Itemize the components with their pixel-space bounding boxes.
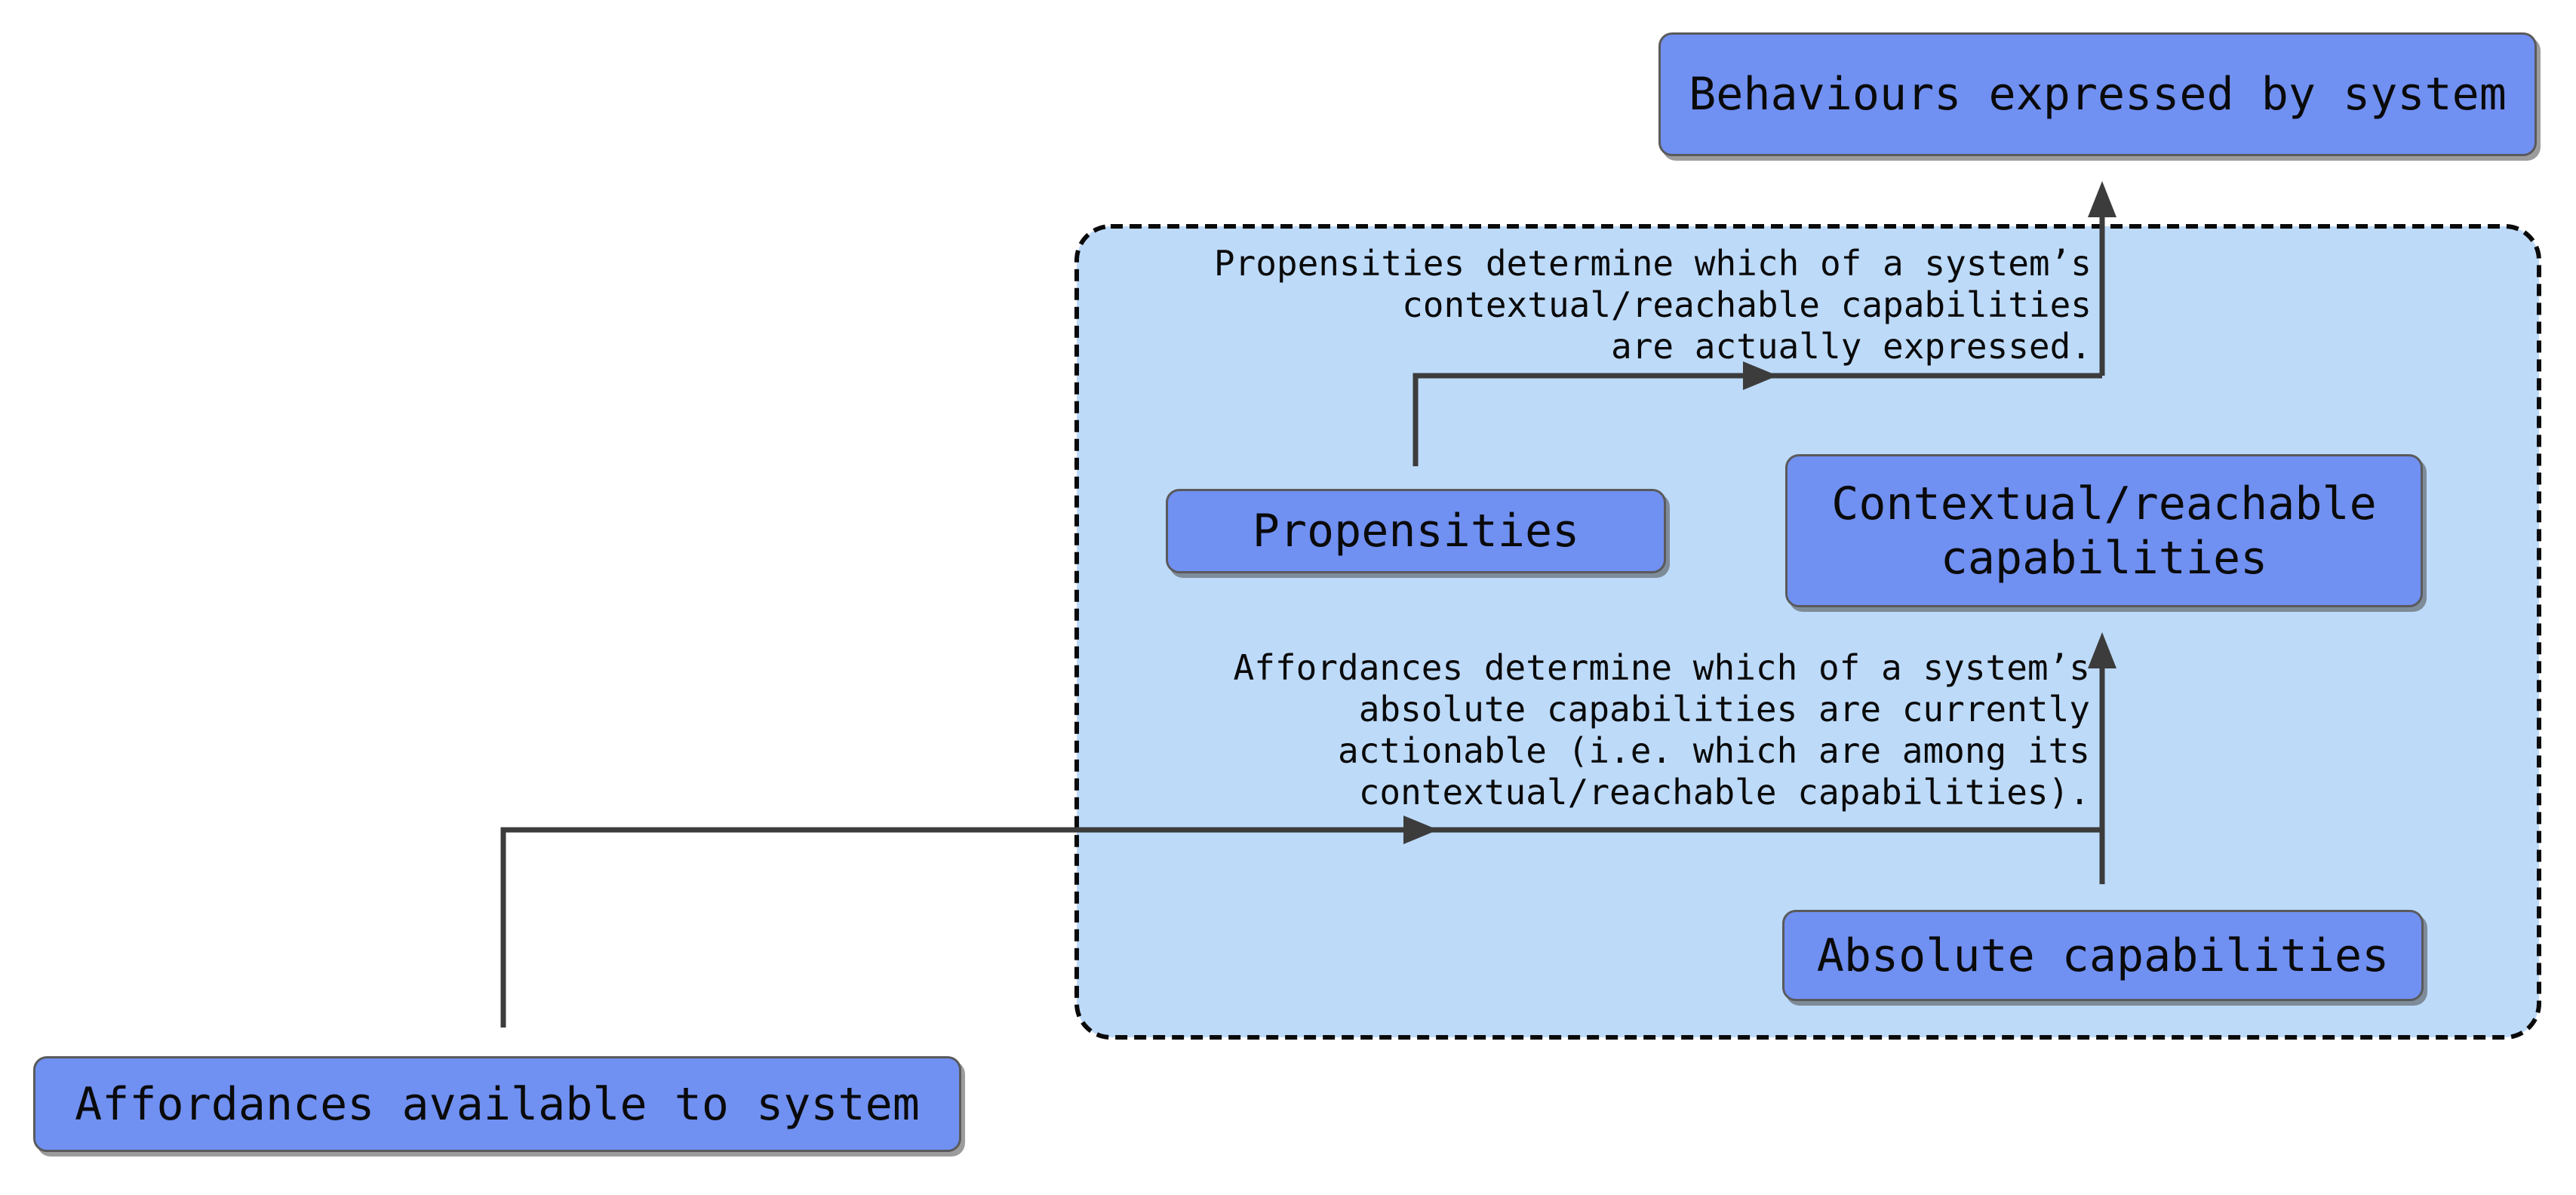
caption-line: Affordances determine which of a system’… [1233, 647, 2090, 688]
arrowhead-to-behaviours-up [2088, 181, 2116, 217]
caption-line: are actually expressed. [1611, 326, 2092, 367]
propensities-node: Propensities [1166, 489, 1666, 573]
absolute-capabilities-node: Absolute capabilities [1782, 910, 2424, 1001]
affordances-label: Affordances available to system [75, 1077, 920, 1131]
caption-line: actionable (i.e. which are among its [1338, 730, 2090, 771]
arrow-propensities-elbow [1412, 373, 2102, 466]
caption-line: absolute capabilities are currently [1358, 689, 2090, 730]
contextual-label-line1: Contextual/reachable [1831, 477, 2377, 530]
arrowhead-affordances-right [1403, 816, 1438, 844]
caption-line: Propensities determine which of a system… [1213, 243, 2092, 284]
arrowhead-to-contextual-up [2088, 632, 2116, 668]
arrow-affordances-elbow [500, 827, 2102, 1028]
caption-line: contextual/reachable capabilities). [1358, 772, 2090, 813]
propensities-edge-caption: Propensities determine which of a system… [1214, 243, 2092, 367]
contextual-label-line2: capabilities [1940, 531, 2268, 585]
behaviours-node: Behaviours expressed by system [1658, 32, 2537, 156]
propensities-label: Propensities [1252, 505, 1580, 558]
affordances-edge-caption: Affordances determine which of a system’… [1234, 647, 2090, 813]
absolute-label: Absolute capabilities [1816, 929, 2390, 982]
caption-line: contextual/reachable capabilities [1402, 284, 2092, 325]
contextual-capabilities-node: Contextual/reachable capabilities [1785, 454, 2423, 607]
behaviours-label: Behaviours expressed by system [1689, 68, 2507, 121]
affordances-node: Affordances available to system [33, 1056, 961, 1152]
arrowhead-propensities-right [1743, 361, 1778, 390]
system-boundary-box [1074, 224, 2541, 1040]
